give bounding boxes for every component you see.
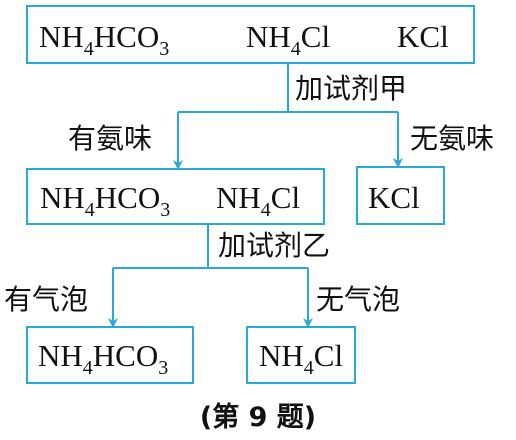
formula-nh4hco3: NH4HCO3 xyxy=(38,338,168,379)
top-box xyxy=(26,5,475,64)
has-bubbles-label: 有气泡 xyxy=(4,283,88,316)
formula-nh4cl: NH4Cl xyxy=(216,180,300,221)
reagent-a-label: 加试剂甲 xyxy=(295,72,407,105)
formula-kcl: KCl xyxy=(397,19,449,54)
bottom-right-box xyxy=(246,326,356,384)
formula-kcl: KCl xyxy=(368,180,420,215)
formula-nh4cl: NH4Cl xyxy=(246,19,330,60)
no-ammonia-label: 无氨味 xyxy=(410,122,494,155)
reagent-b-label: 加试剂乙 xyxy=(218,229,330,262)
formula-nh4cl: NH4Cl xyxy=(259,338,343,379)
no-bubbles-label: 无气泡 xyxy=(316,283,400,316)
formula-nh4hco3: NH4HCO3 xyxy=(40,180,170,221)
has-ammonia-label: 有氨味 xyxy=(68,122,152,155)
figure-caption: (第 9 题) xyxy=(200,401,316,433)
formula-nh4hco3: NH4HCO3 xyxy=(39,19,169,60)
